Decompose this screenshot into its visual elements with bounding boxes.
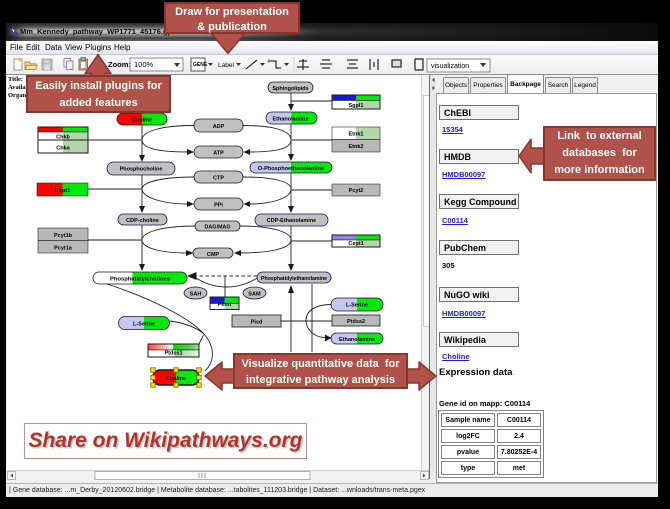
svg-text:Cept1: Cept1	[348, 241, 363, 247]
svg-text:Choline: Choline	[132, 118, 152, 124]
svg-text:Chka: Chka	[56, 146, 70, 152]
svg-text:Chpt1: Chpt1	[55, 188, 71, 194]
svg-text:Label: Label	[218, 62, 234, 69]
svg-text:CMP: CMP	[207, 252, 220, 258]
svg-text:Ethanolamine: Ethanolamine	[272, 117, 308, 123]
svg-text:Ethanolamine: Ethanolamine	[339, 337, 375, 343]
svg-text:O-Phosphoethanolamine: O-Phosphoethanolamine	[258, 166, 324, 172]
svg-text:Etnk2: Etnk2	[349, 144, 364, 150]
svg-text:Pcyt1b: Pcyt1b	[54, 233, 73, 239]
svg-text:GENE: GENE	[193, 62, 208, 68]
svg-text:L-Serine: L-Serine	[346, 303, 368, 309]
svg-text:Sgpl1: Sgpl1	[349, 103, 364, 109]
svg-text:Phosphatidylcholines: Phosphatidylcholines	[110, 277, 170, 283]
svg-text:SAM: SAM	[248, 292, 261, 298]
svg-text:CDP-Ethanolamine: CDP-Ethanolamine	[267, 218, 317, 224]
svg-text:Etnk1: Etnk1	[349, 132, 364, 138]
svg-text:Pcyt1a: Pcyt1a	[54, 246, 73, 252]
svg-text:PPi: PPi	[214, 203, 223, 209]
svg-text:L-Serine: L-Serine	[133, 322, 155, 328]
svg-text:Pemt: Pemt	[218, 302, 232, 308]
svg-text:DAG/MAG: DAG/MAG	[204, 225, 230, 231]
svg-text:visualization: visualization	[431, 63, 469, 70]
svg-text:Organism: Organism	[8, 92, 36, 99]
svg-text:Zoom:: Zoom:	[108, 60, 131, 69]
svg-text:CTP: CTP	[213, 176, 224, 182]
svg-text:Pcyt2: Pcyt2	[349, 188, 364, 194]
svg-text:ADP: ADP	[213, 124, 225, 130]
svg-text:Choline: Choline	[166, 376, 186, 382]
svg-text:100%: 100%	[134, 60, 154, 69]
svg-text:Sphingolipids: Sphingolipids	[272, 86, 308, 92]
svg-text:Title:: Title:	[8, 76, 23, 83]
svg-text:Ptdss1: Ptdss1	[164, 351, 182, 357]
svg-text:SAH: SAH	[190, 292, 202, 298]
svg-text:Phosphatidylethanolamine: Phosphatidylethanolamine	[261, 276, 327, 282]
svg-text:Chkb: Chkb	[56, 135, 70, 141]
svg-text:Ptdss2: Ptdss2	[347, 319, 365, 325]
svg-text:CDP-choline: CDP-choline	[126, 218, 159, 224]
svg-text:Available: Available	[8, 84, 34, 91]
svg-text:Phosphocholine: Phosphocholine	[120, 167, 163, 173]
svg-text:Pisd: Pisd	[251, 320, 263, 326]
svg-text:ATP: ATP	[213, 151, 224, 157]
